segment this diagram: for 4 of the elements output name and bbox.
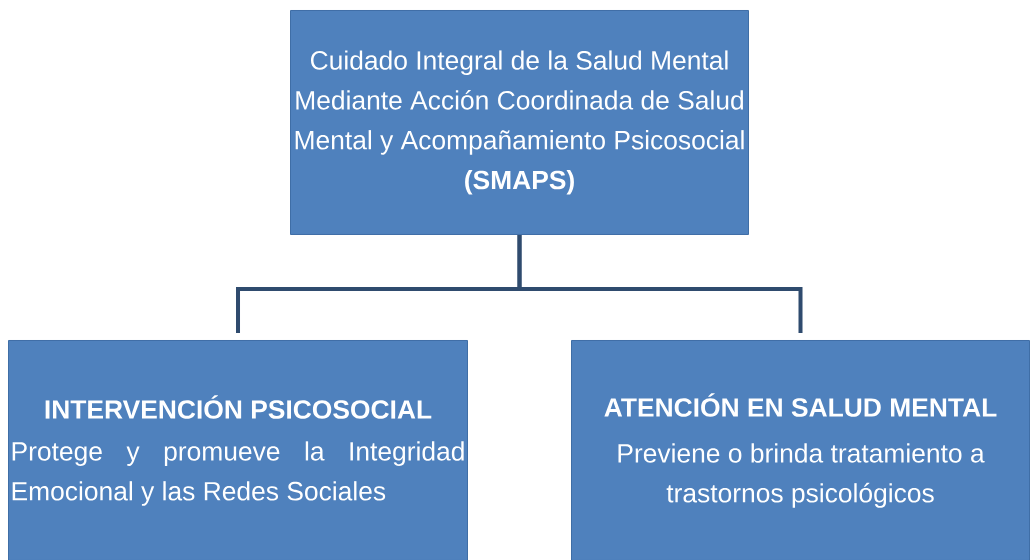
heading-box: Cuidado Integral de la Salud Mental Mediante Acción Coordinada de Salud Mental y Acompañamiento Psicosocial (SMAPS) bbox=[290, 10, 749, 235]
text-box: ATENCIÓN EN SALUD MENTAL Previene o brinda tratamiento a trastornos psicológicos bbox=[571, 340, 1030, 560]
text-box: INTERVENCIÓN PSICOSOCIAL Protege y promueve la Integridad Emocional y las Redes Sociales bbox=[8, 340, 468, 560]
connector-line bbox=[517, 235, 803, 333]
